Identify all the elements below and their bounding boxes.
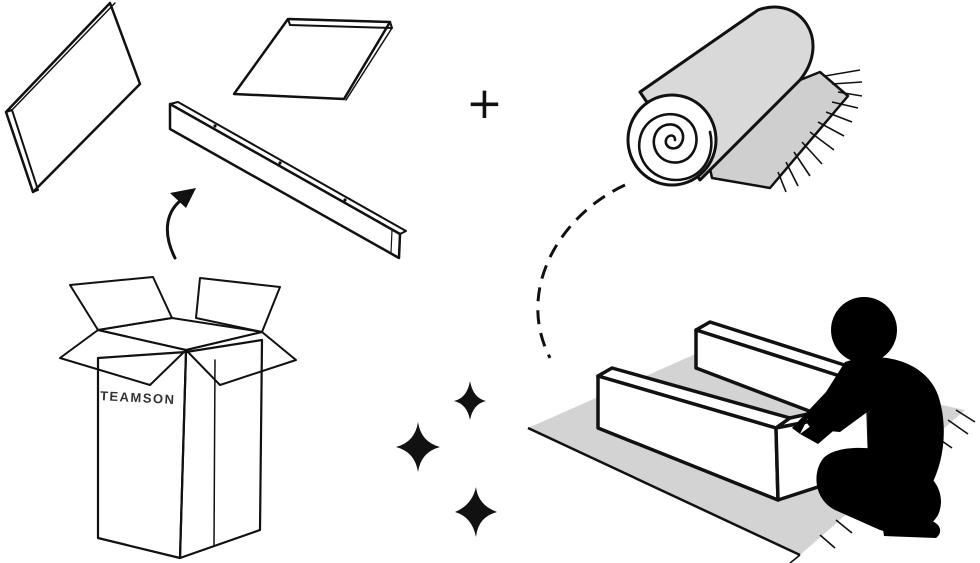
sparkle-icon [454,381,486,420]
arrow-icon [165,188,196,260]
long-board-icon [168,101,407,260]
sparkle-icon [396,422,440,472]
box-icon [59,276,297,560]
small-panel-icon [232,17,393,101]
large-panel-icon [4,1,142,194]
rug-roll-icon [626,5,863,193]
sparkle-icon [455,487,497,537]
dashed-connector [536,183,626,359]
box-brand-label: TEAMSON [100,388,176,407]
person-icon [792,297,944,538]
plus-sign: + [466,78,503,129]
